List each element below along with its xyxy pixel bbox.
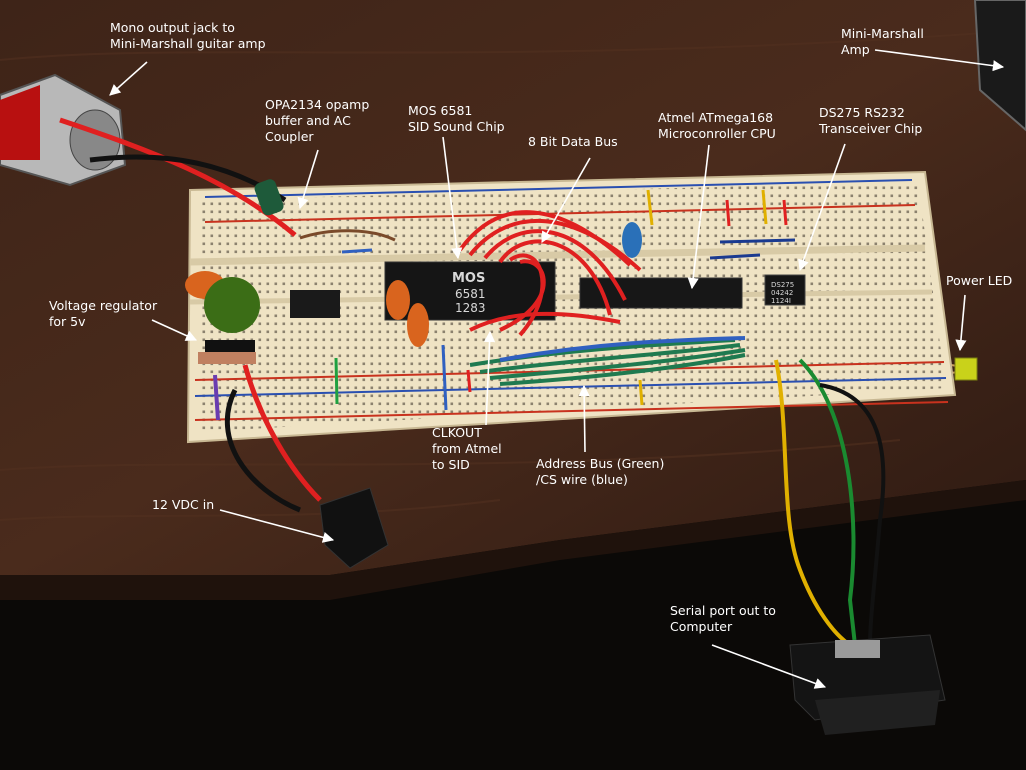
sid-logo: MOS — [452, 271, 485, 286]
ds275-line1: DS275 — [771, 281, 794, 289]
label-sid-chip: MOS 6581 SID Sound Chip — [408, 103, 505, 135]
label-line: Voltage regulator — [49, 298, 158, 313]
label-serial-port: Serial port out to Computer — [670, 603, 776, 635]
opamp-chip — [290, 290, 340, 318]
label-line: from Atmel — [432, 441, 502, 456]
label-line: OPA2134 opamp — [265, 97, 370, 112]
label-line: CLKOUT — [432, 425, 482, 440]
label-mono-output-jack: Mono output jack to Mini-Marshall guitar… — [110, 20, 266, 52]
label-power-led: Power LED — [946, 273, 1012, 289]
label-line: /CS wire (blue) — [536, 472, 628, 487]
data-bus-wires — [458, 210, 642, 337]
label-line: Coupler — [265, 129, 314, 144]
label-line: Amp — [841, 42, 870, 57]
label-line: 8 Bit Data Bus — [528, 134, 618, 149]
voltage-regulator — [185, 271, 260, 364]
label-line: Atmel ATmega168 — [658, 110, 774, 125]
annotation-arrows — [109, 49, 1005, 689]
label-line: Mini-Marshall guitar amp — [110, 36, 266, 51]
serial-wire-green — [798, 358, 857, 646]
label-data-bus: 8 Bit Data Bus — [528, 134, 618, 150]
label-ds275: DS275 RS232 Transceiver Chip — [819, 105, 922, 137]
label-voltage-regulator: Voltage regulator for 5v — [49, 298, 157, 330]
label-line: Computer — [670, 619, 733, 634]
ds275-chip: DS275 04242 1124I — [764, 274, 806, 306]
label-clkout: CLKOUT from Atmel to SID — [432, 425, 502, 473]
label-opamp: OPA2134 opamp buffer and AC Coupler — [265, 97, 369, 145]
label-line: SID Sound Chip — [408, 119, 505, 134]
label-line: Transceiver Chip — [819, 121, 923, 136]
label-line: Microconroller CPU — [658, 126, 776, 141]
label-line: 12 VDC in — [152, 497, 215, 512]
label-line: Mini-Marshall — [841, 26, 924, 41]
serial-connector — [789, 634, 946, 735]
table-edge — [0, 480, 1026, 600]
blue-capacitor — [622, 222, 642, 258]
label-line: buffer and AC — [265, 113, 351, 128]
table-grain — [0, 29, 1026, 521]
ds275-line2: 04242 — [771, 289, 793, 297]
label-line: for 5v — [49, 314, 86, 329]
label-line: to SID — [432, 457, 470, 472]
jumper-wires — [299, 189, 796, 411]
label-mini-marshall-amp: Mini-Marshall Amp — [841, 26, 924, 58]
serial-wire-black — [819, 383, 886, 646]
power-wire-red — [242, 364, 322, 502]
ceramic-capacitor-2 — [407, 303, 429, 347]
label-atmel: Atmel ATmega168 Microconroller CPU — [658, 110, 776, 142]
ds275-line3: 1124I — [771, 297, 791, 305]
sid-model: 6581 — [455, 287, 486, 301]
label-line: Power LED — [946, 273, 1013, 288]
label-address-bus: Address Bus (Green) /CS wire (blue) — [536, 456, 664, 488]
sid-date: 1283 — [455, 301, 486, 315]
power-wire-purple — [213, 374, 220, 421]
ceramic-capacitor — [386, 280, 410, 320]
electrolytic-capacitor — [254, 179, 284, 216]
label-line: Mono output jack to — [110, 20, 235, 35]
label-line: MOS 6581 — [408, 103, 473, 118]
address-bus-wires — [469, 336, 746, 386]
serial-wire-yellow — [774, 359, 852, 647]
label-line: Address Bus (Green) — [536, 456, 665, 471]
label-12vdc-in: 12 VDC in — [152, 497, 214, 513]
label-line: DS275 RS232 — [819, 105, 905, 120]
power-wire-black — [224, 388, 301, 513]
label-line: Serial port out to — [670, 603, 776, 618]
